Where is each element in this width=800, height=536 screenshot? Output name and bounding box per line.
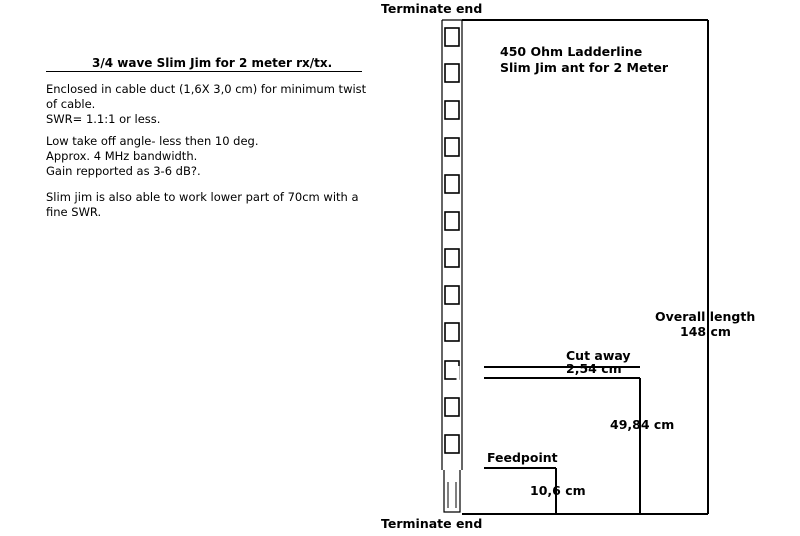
ladderline-window	[444, 211, 460, 231]
description-title: 3/4 wave Slim Jim for 2 meter rx/tx.	[92, 56, 333, 70]
ladderline-windows	[444, 27, 460, 454]
ladderline-window	[444, 322, 460, 342]
description-paragraph-2: Low take off angle- less then 10 deg. Ap…	[46, 134, 259, 179]
description-line: Low take off angle- less then 10 deg.	[46, 134, 259, 148]
description-line: of cable.	[46, 97, 96, 111]
description-line: Gain repported as 3-6 dB?.	[46, 164, 201, 178]
description-paragraph-3: Slim jim is also able to work lower part…	[46, 190, 359, 220]
cut-away-label: Cut away	[566, 348, 631, 363]
description-line: SWR= 1.1:1 or less.	[46, 112, 161, 126]
ladderline-window	[444, 434, 460, 454]
cut-away-value: 2,54 cm	[566, 361, 622, 376]
ladderline-label: 450 Ohm Ladderline	[500, 44, 643, 59]
ladderline-window	[444, 285, 460, 305]
feed-stub-inner	[447, 482, 457, 508]
terminate-top-label: Terminate end	[381, 1, 483, 16]
description-line: Slim jim is also able to work lower part…	[46, 190, 359, 204]
ladderline-window	[444, 397, 460, 417]
description-line: Approx. 4 MHz bandwidth.	[46, 149, 198, 163]
ladderline-window	[444, 100, 460, 120]
feedpoint-length-value: 10,6 cm	[530, 483, 586, 498]
description-line: Enclosed in cable duct (1,6X 3,0 cm) for…	[46, 82, 367, 96]
ladderline-window	[444, 27, 460, 47]
section-length-value: 49,84 cm	[610, 417, 675, 432]
ladderline-window	[444, 137, 460, 157]
ladderline-window	[444, 248, 460, 268]
overall-length-label: Overall length	[655, 309, 756, 324]
description-paragraph-1: Enclosed in cable duct (1,6X 3,0 cm) for…	[46, 82, 366, 127]
ladderline-window	[444, 174, 460, 194]
overall-length-value: 148 cm	[680, 324, 731, 339]
feed-stub	[443, 470, 461, 513]
description-line: fine SWR.	[46, 205, 102, 219]
title-underline	[46, 71, 362, 72]
ladderline-window	[444, 63, 460, 83]
terminate-bottom-label: Terminate end	[381, 516, 483, 531]
ladderline-sublabel: Slim Jim ant for 2 Meter	[500, 60, 669, 75]
feedpoint-label: Feedpoint	[487, 450, 558, 465]
